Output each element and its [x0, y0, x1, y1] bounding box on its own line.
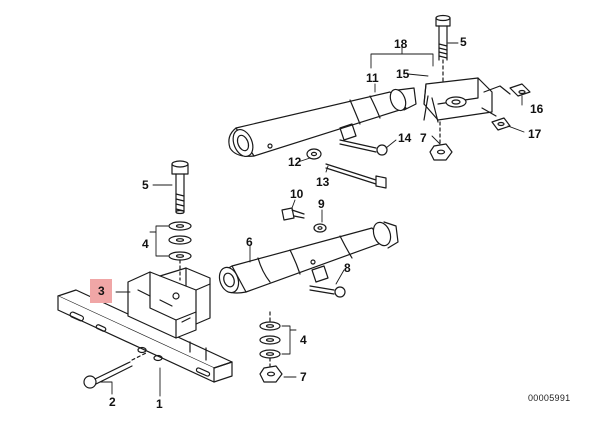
part-8-pin: [309, 285, 346, 298]
part-2-screw: [83, 351, 149, 389]
callout-7-upper: 7: [420, 131, 427, 145]
part-5-bolt-lower: [171, 160, 189, 215]
callout-12: 12: [288, 155, 302, 169]
callout-13: 13: [316, 175, 330, 189]
callout-7-lower: 7: [300, 370, 307, 384]
callout-10: 10: [290, 187, 304, 201]
part-15-upper-bracket: [423, 77, 511, 123]
leader-lines: [99, 42, 525, 397]
callout-4-lower: 4: [300, 333, 307, 347]
part-11-shaft-upper: [228, 87, 417, 158]
callout-9: 9: [318, 197, 325, 211]
part-12-washer: [306, 148, 322, 160]
callout-18: 18: [394, 37, 408, 51]
part-13-bolt: [325, 163, 387, 189]
part-14-pin: [339, 139, 388, 156]
document-number: 00005991: [528, 393, 571, 403]
part-4-washers-lower: [259, 311, 281, 367]
part-9-washer: [313, 223, 327, 233]
callout-15: 15: [396, 67, 410, 81]
part-4-washers-upper: [168, 221, 192, 281]
callout-5-upper: 5: [460, 35, 467, 49]
callout-6: 6: [246, 235, 253, 249]
callout-5-lower: 5: [142, 178, 149, 192]
callout-2: 2: [109, 395, 116, 409]
callout-17: 17: [528, 127, 542, 141]
part-17-nut: [491, 117, 511, 131]
callout-3-highlighted[interactable]: 3: [90, 279, 112, 303]
callout-8: 8: [344, 261, 351, 275]
part-7-nut-lower: [259, 365, 283, 383]
callout-4-upper: 4: [142, 237, 149, 251]
callout-11: 11: [366, 71, 379, 85]
part-7-nut-upper: [429, 121, 453, 161]
callout-14: 14: [398, 131, 412, 145]
callout-16: 16: [530, 102, 544, 116]
part-5-bolt-upper: [435, 14, 451, 85]
callout-1: 1: [156, 397, 163, 411]
part-1-bracket-bar: [57, 289, 233, 383]
part-10-bolt: [281, 207, 305, 221]
part-6-shaft: [218, 221, 399, 294]
part-16-nut: [509, 83, 531, 97]
part-3-mounting-bracket: [127, 267, 211, 339]
